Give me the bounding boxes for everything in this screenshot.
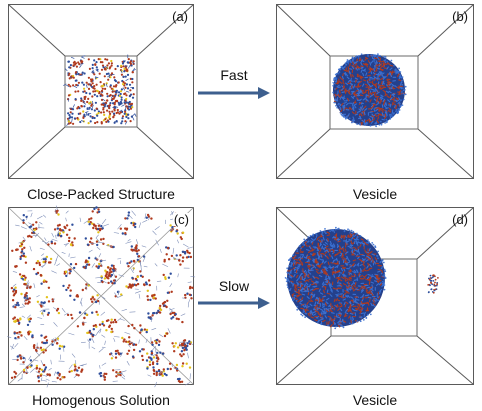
panel-letter-d: (d) — [452, 212, 468, 227]
simulation-box-c — [7, 205, 196, 388]
panel-d: (d) — [276, 207, 474, 385]
arrow-label-slow: Slow — [218, 278, 250, 294]
caption-d: Vesicle — [352, 392, 398, 408]
panel-letter-c: (c) — [172, 212, 190, 227]
panel-b: (b) — [276, 4, 474, 179]
close-packed-cluster — [63, 54, 137, 126]
small-micelle-cluster — [427, 274, 439, 294]
caption-b: Vesicle — [352, 186, 398, 202]
simulation-box-b — [276, 4, 474, 179]
panel-c: (c) — [7, 205, 196, 388]
arrow-slow: Slow — [194, 274, 274, 314]
arrow-fast: Fast — [194, 62, 274, 102]
caption-a: Close-Packed Structure — [27, 186, 175, 202]
right-arrow-icon — [198, 87, 270, 99]
vesicle-sphere-large — [284, 226, 387, 330]
dispersed-molecules — [7, 205, 196, 388]
simulation-box-a — [8, 4, 194, 179]
arrow-label-fast: Fast — [220, 67, 248, 83]
right-arrow-icon — [198, 297, 270, 309]
vesicle-sphere — [332, 53, 407, 128]
panel-letter-a: (a) — [172, 9, 188, 24]
panel-a: (a) — [8, 4, 194, 179]
caption-c: Homogenous Solution — [32, 392, 170, 408]
panel-letter-b: (b) — [452, 9, 468, 24]
simulation-box-d — [276, 207, 474, 385]
